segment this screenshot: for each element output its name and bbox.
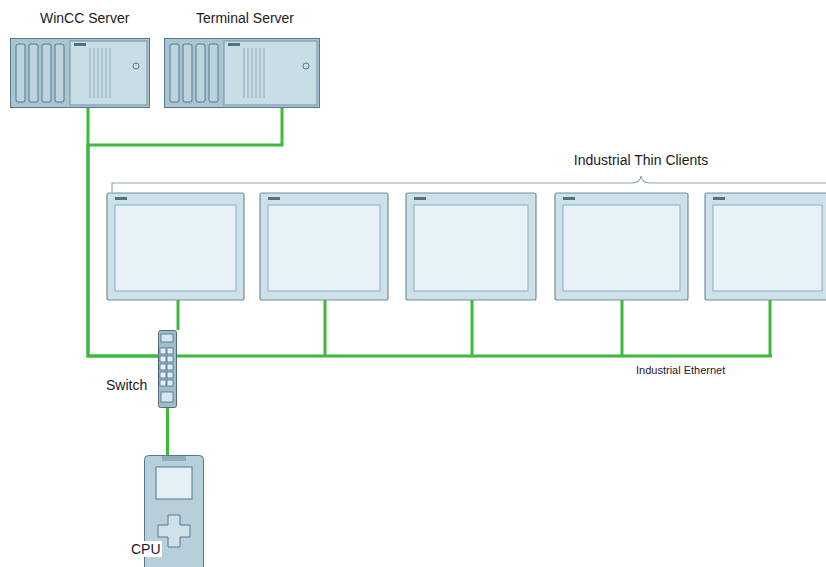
network-switch-icon: [158, 330, 177, 408]
server-icon: [164, 38, 320, 108]
server-node: Terminal Server: [162, 6, 322, 110]
device-label: Switch: [106, 377, 147, 393]
server-icon: [10, 38, 150, 108]
network-label: Industrial Ethernet: [636, 364, 725, 376]
network-switch-node: Switch: [104, 328, 180, 412]
device-label: WinCC Server: [40, 10, 129, 26]
group-label: Industrial Thin Clients: [574, 152, 708, 168]
server-node: WinCC Server: [8, 6, 152, 110]
group-bracket: [112, 176, 826, 192]
thin-clients: [107, 193, 826, 300]
device-label: CPU: [130, 541, 162, 557]
ethernet-connector: [88, 108, 282, 356]
device-label: Terminal Server: [196, 10, 294, 26]
ethernet-wires: [176, 300, 772, 356]
plc-cpu-node: CPU: [126, 452, 210, 567]
ethernet-connector: [166, 408, 169, 455]
